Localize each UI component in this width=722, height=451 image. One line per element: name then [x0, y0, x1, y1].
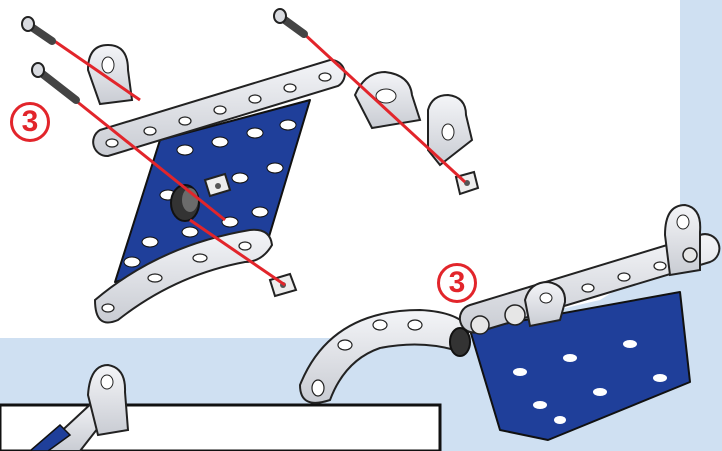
step-number-badge: 3 [10, 102, 50, 142]
exploded-view [22, 9, 478, 323]
screw-3 [274, 9, 304, 34]
angle-bracket-left [88, 45, 132, 104]
angle-bracket-right-1 [355, 72, 420, 128]
assembled-upright-bracket [665, 205, 700, 275]
spacer-collar [171, 185, 199, 221]
screw-1 [22, 17, 52, 41]
step-number-badge: 3 [437, 263, 477, 303]
assembled-center-bracket [525, 282, 565, 326]
screw-2 [32, 63, 76, 100]
assembled-spacer [450, 328, 470, 356]
